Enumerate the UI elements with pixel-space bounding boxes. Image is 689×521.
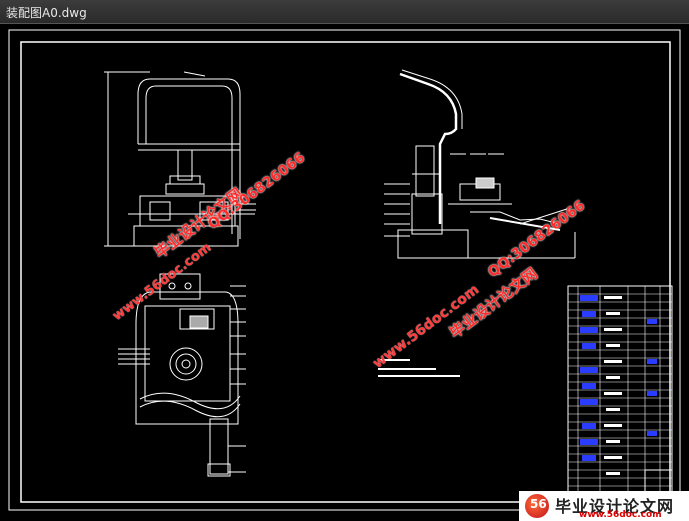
right-view-assembly xyxy=(384,69,576,259)
site-brand-badge[interactable]: 56 毕业设计论文网 www.56doc.com xyxy=(519,491,689,521)
brand-url: www.56doc.com xyxy=(579,510,662,520)
drawing-canvas[interactable]: 毕业设计论文网 QQ:306826066 www.56doc.com www.5… xyxy=(0,24,689,521)
window-titlebar: 装配图A0.dwg xyxy=(0,0,689,24)
front-view-upper xyxy=(104,71,256,247)
bom-table xyxy=(567,285,673,502)
brand-name: 毕业设计论文网 xyxy=(555,497,675,516)
technical-notes xyxy=(378,359,460,377)
drawing-inner-frame xyxy=(20,41,671,503)
window-title: 装配图A0.dwg xyxy=(6,6,87,20)
brand-logo-icon: 56 xyxy=(525,494,549,518)
drawing-outer-frame xyxy=(8,29,681,511)
cad-drawing xyxy=(8,29,681,511)
side-view-lower xyxy=(118,273,246,477)
